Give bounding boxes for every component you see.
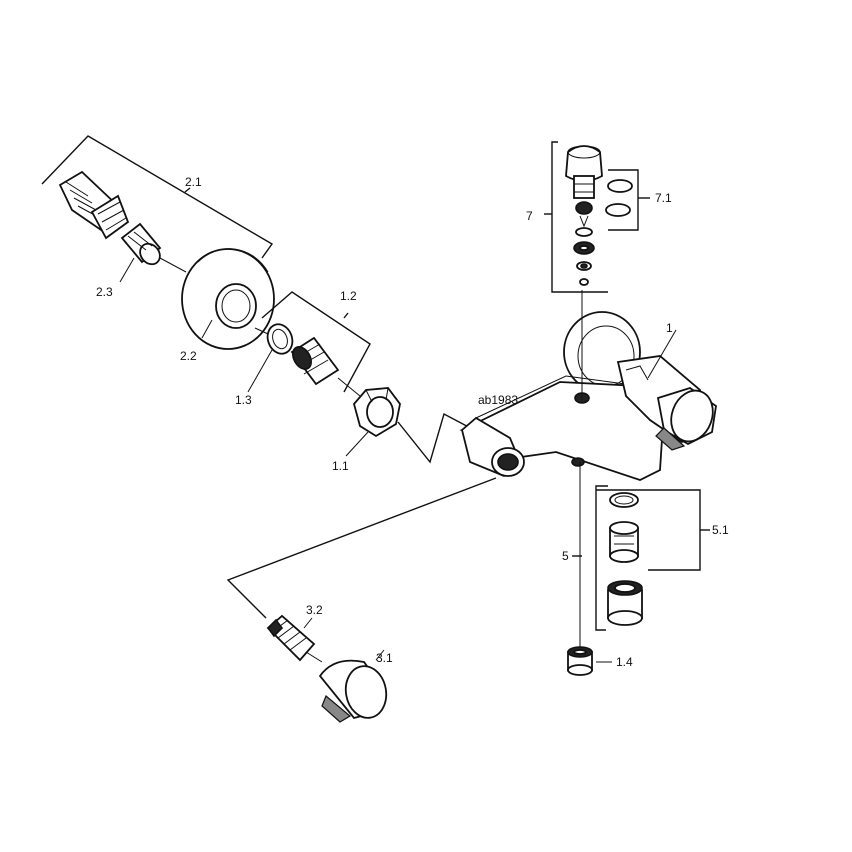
label-5: 5 (562, 549, 569, 563)
part-5-1-aerator (609, 492, 639, 563)
part-5-outlet-sleeve (607, 580, 643, 626)
label-2-2: 2.2 (180, 349, 197, 363)
connector-line-2 (226, 477, 497, 619)
leader-1 (647, 329, 677, 379)
leader-1-3 (247, 349, 273, 393)
label-3-1: 3.1 (376, 651, 393, 665)
leader-2-3 (119, 257, 135, 283)
part-7-1-o-rings (605, 179, 633, 217)
label-1-4: 1.4 (616, 655, 633, 669)
label-2-1: 2.1 (185, 175, 202, 189)
connector-line-1 (397, 412, 479, 464)
leader-2-2 (201, 319, 213, 339)
part-7-cartridge (565, 145, 603, 286)
leader-1-1 (345, 431, 369, 457)
part-3-2-spindle (266, 614, 323, 663)
group-5-bracket (572, 485, 608, 631)
part-1-mixer-body (459, 311, 717, 481)
part-1-4-fitting (567, 646, 612, 676)
label-2-3: 2.3 (96, 285, 113, 299)
part-2-3-sleeve (120, 222, 187, 273)
group-2-1-bracket (41, 135, 274, 259)
group-7-1-bracket (608, 169, 650, 231)
label-1-2: 1.2 (340, 289, 357, 303)
label-5-1: 5.1 (712, 523, 729, 537)
part-2-2-rosette (181, 248, 275, 350)
part-inlet-fitting (58, 170, 130, 240)
label-1: 1 (666, 321, 673, 335)
label-3-2: 3.2 (306, 603, 323, 617)
part-1-1-hex-nut (353, 387, 401, 438)
label-1-1: 1.1 (332, 459, 349, 473)
label-7: 7 (526, 209, 533, 223)
part-3-1-knob (318, 649, 388, 723)
group-7-bracket (544, 141, 608, 293)
part-1-3-o-ring (254, 323, 294, 355)
part-1-2-union (290, 336, 361, 397)
watermark-text: ab1983 (478, 393, 518, 407)
label-7-1: 7.1 (655, 191, 672, 205)
group-5-1-bracket (596, 489, 710, 571)
group-1-2-bracket (261, 291, 371, 393)
label-1-3: 1.3 (235, 393, 252, 407)
